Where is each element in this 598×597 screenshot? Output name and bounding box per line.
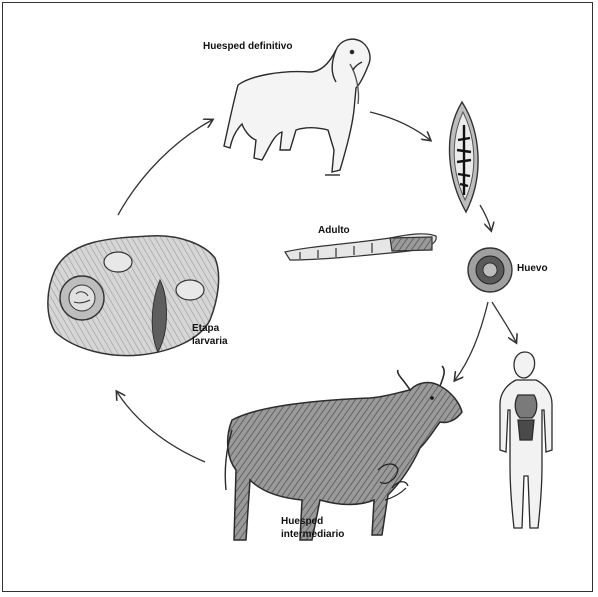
larval-stage-label-line1: Etapa [192, 322, 282, 335]
larval-stage-label: Etapa larvaria [192, 322, 282, 348]
arrow-dog-to-worm-segment [370, 112, 430, 140]
arrow-cow-to-liver [117, 392, 205, 462]
intermediate-host-label: Huesped intermediario [281, 515, 371, 541]
dog-illustration [224, 39, 370, 175]
egg-label: Huevo [517, 262, 548, 275]
adult-label: Adulto [318, 224, 350, 237]
human-illustration [500, 352, 552, 528]
arrow-egg-to-human [492, 302, 516, 342]
worm-segment-illustration [450, 102, 479, 212]
larval-stage-label-line2: larvaria [192, 335, 282, 348]
arrow-liver-to-dog [118, 120, 212, 215]
intermediate-host-label-line2: intermediario [281, 528, 371, 541]
definitive-host-label: Huesped definitivo [203, 40, 292, 53]
adult-worm-illustration [285, 234, 436, 260]
intermediate-host-label-line1: Huesped [281, 515, 371, 528]
arrow-segment-to-egg [480, 205, 491, 230]
arrow-egg-to-cow [455, 302, 488, 380]
cow-illustration [225, 366, 462, 540]
egg-illustration [468, 248, 512, 292]
